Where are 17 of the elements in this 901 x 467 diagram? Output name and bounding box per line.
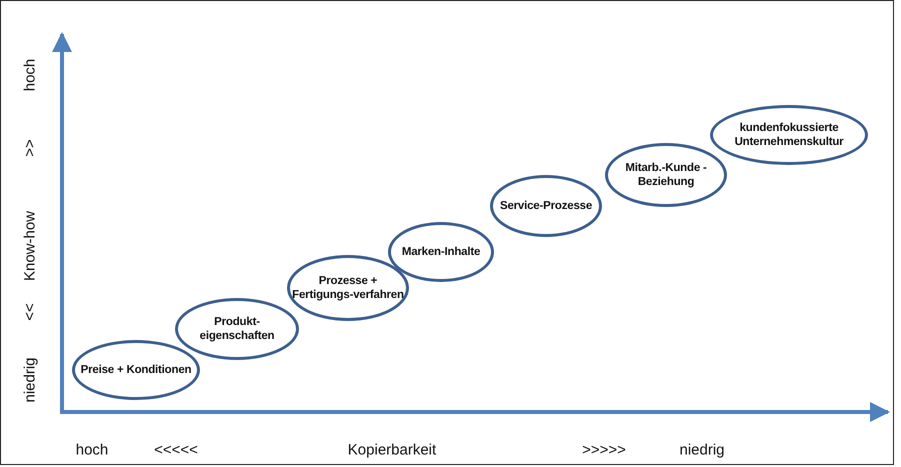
axis-label: hoch (22, 58, 38, 92)
axis-label: Know-how (22, 210, 38, 282)
axis-label: Kopierbarkeit (348, 442, 436, 458)
node-label: Preise + Konditionen (80, 362, 192, 378)
axis-label: niedrig (22, 357, 38, 403)
axis-marker: << (22, 303, 38, 321)
node-label: Marken-Inhalte (402, 244, 480, 260)
node-label: Service-Prozesse (500, 198, 592, 214)
node-label: kundenfokussierte Unternehmenskultur (734, 120, 844, 150)
axis-label: hoch (76, 442, 108, 458)
axis-marker: <<<<< (154, 442, 198, 458)
node-label: Prozesse + Fertigungs-verfahren (291, 274, 405, 302)
node-label: Produkt-eigenschaften (198, 314, 276, 344)
node-label: Mitarb.-Kunde -Beziehung (624, 160, 708, 190)
axis-label: niedrig (679, 442, 725, 458)
axis-marker: >> (22, 139, 38, 157)
axis-marker: >>>>> (582, 442, 626, 458)
